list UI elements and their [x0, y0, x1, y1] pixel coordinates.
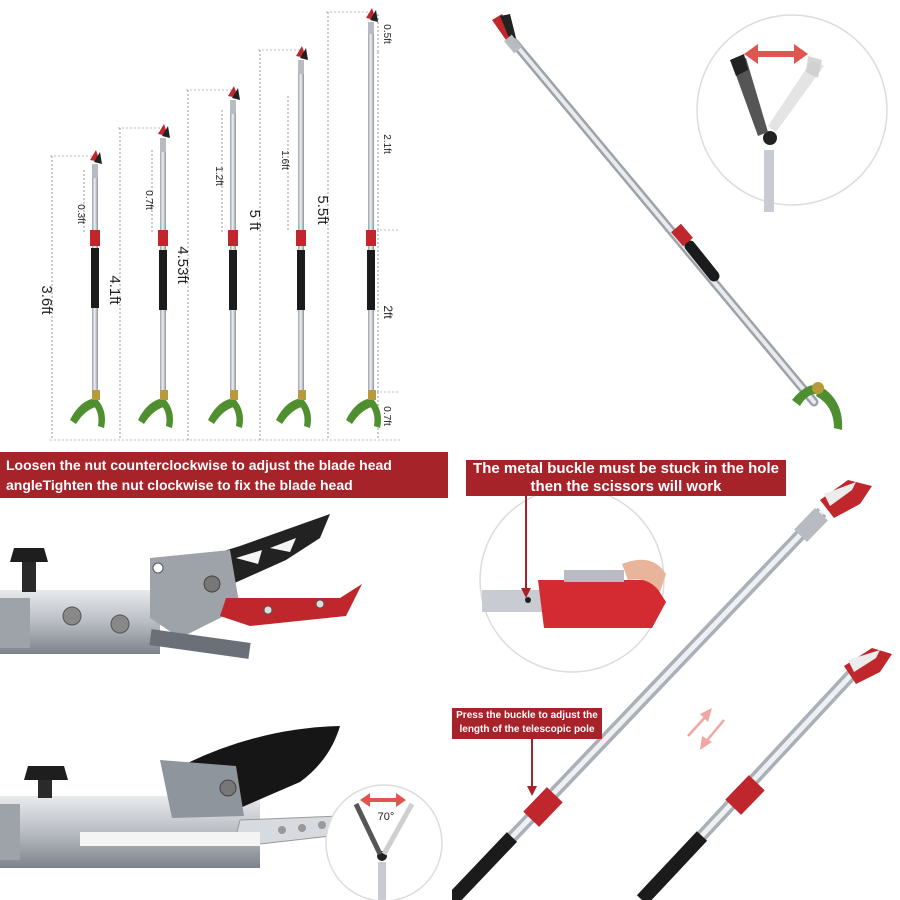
blade-caption: Loosen the nut counterclockwise to adjus…	[0, 452, 448, 498]
height-label-3: 4.53ft	[174, 246, 191, 284]
buckle-panel: The metal buckle must be stuck in the ho…	[452, 452, 900, 900]
height-diagram: 3.6ft 4.1ft 4.53ft 5 ft 5.5ft 0.3ft 0.7f…	[38, 8, 400, 441]
telescopic-callout: Press the buckle to adjust the length of…	[452, 708, 602, 739]
guide-lines	[50, 11, 400, 441]
buckle-callout: The metal buckle must be stuck in the ho…	[466, 460, 786, 496]
rotate-arrow-icon	[744, 44, 808, 64]
angle-arrow-icon	[360, 793, 406, 807]
right-label-top: 0.5ft	[381, 24, 392, 44]
lower-pruner-closeup	[0, 726, 364, 868]
telescopic-pole-short	[636, 648, 892, 900]
blade-adjust-panel: Loosen the nut counterclockwise to adjus…	[0, 452, 448, 900]
angle-inset-small	[325, 784, 443, 900]
segment-label-2: 0.7ft	[143, 190, 154, 210]
right-label-mid: 2ft	[381, 305, 395, 319]
buckle-inset-detail	[482, 559, 666, 628]
pruner-tool-4	[276, 46, 311, 428]
segment-label-4: 1.6ft	[279, 150, 290, 170]
right-label-bottom: 0.7ft	[381, 406, 392, 426]
pruner-tool-2	[138, 124, 173, 428]
height-label-2: 4.1ft	[106, 275, 123, 305]
pruner-tool-3	[208, 86, 243, 428]
segment-label-5: 2.1ft	[381, 134, 392, 154]
telescope-arrows-icon	[687, 708, 725, 750]
upper-pruner-closeup	[0, 514, 362, 659]
pruner-tool-5	[346, 8, 381, 428]
full-tool-panel	[452, 0, 900, 448]
buckle-image	[452, 480, 892, 900]
angle-label: 70°	[378, 811, 395, 823]
height-comparison-panel: 3.6ft 4.1ft 4.53ft 5 ft 5.5ft 0.3ft 0.7f…	[0, 0, 448, 448]
angle-inset-detail	[730, 54, 824, 212]
height-label-5: 5.5ft	[314, 195, 331, 225]
blade-closeup-image: 70°	[0, 514, 443, 900]
telescopic-pole-long	[452, 480, 872, 900]
height-label-1: 3.6ft	[38, 285, 55, 315]
segment-label-3: 1.2ft	[213, 166, 224, 186]
pruner-tool-1	[70, 150, 105, 428]
segment-label-1: 0.3ft	[75, 204, 86, 224]
angle-inset-small-detail	[353, 802, 415, 900]
height-label-4: 5 ft	[246, 210, 263, 232]
full-tool-image	[492, 14, 888, 430]
